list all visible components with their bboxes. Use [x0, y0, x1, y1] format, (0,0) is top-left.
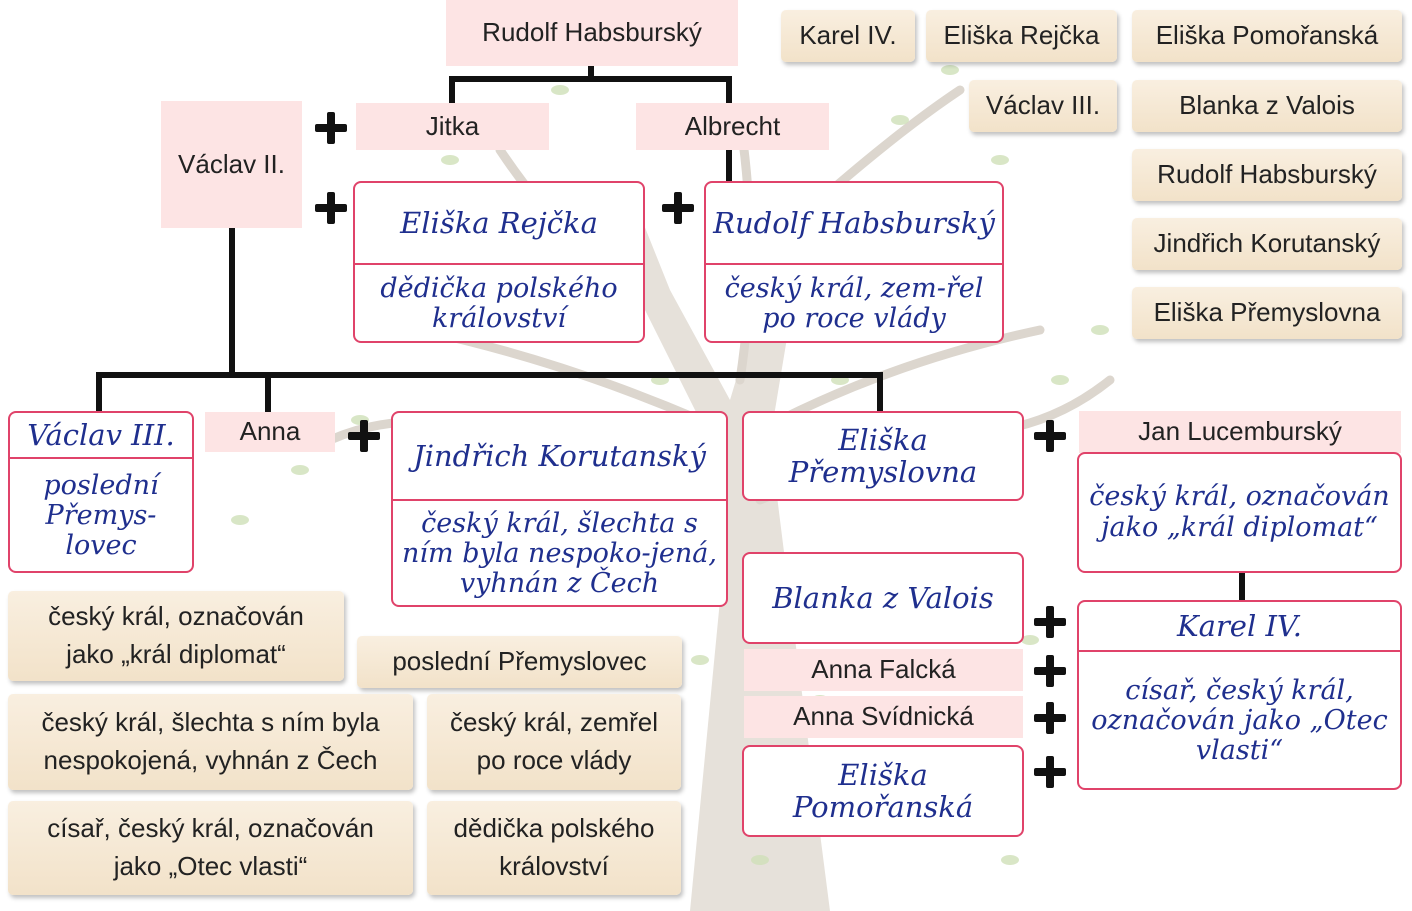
vaclav-ii-box: Václav II. — [161, 101, 302, 228]
blanka-z-valois-card: Blanka z Valois — [742, 552, 1024, 644]
karel-iv-card: Karel IV. císař, český král, označován j… — [1077, 600, 1402, 790]
plus-icon — [348, 420, 380, 452]
eliska-premyslovna-card: Eliška Přemyslovna — [742, 411, 1024, 501]
card-description: poslední Přemys-lovec — [10, 457, 192, 571]
name-tile-rudolf-habsbursky[interactable]: Rudolf Habsburský — [1132, 149, 1402, 201]
card-description: dědička polského království — [355, 263, 643, 341]
plus-icon — [315, 112, 347, 144]
plus-icon — [1034, 756, 1066, 788]
albrecht-box: Albrecht — [636, 103, 829, 150]
plus-icon — [1034, 702, 1066, 734]
name-tile-jindrich-korutansky[interactable]: Jindřich Korutanský — [1132, 218, 1402, 270]
name-tile-eliska-pomoranska[interactable]: Eliška Pomořanská — [1132, 10, 1402, 62]
card-description: český král, šlechta s ním byla nespoko-j… — [393, 499, 726, 605]
plus-icon — [1034, 655, 1066, 687]
card-name: Eliška Rejčka — [400, 205, 598, 240]
desc-tile-eliska-rejcka[interactable]: dědička polského království — [427, 801, 681, 895]
anna-box: Anna — [205, 412, 335, 452]
rudolf-habsbursky-top-box: Rudolf Habsburský — [446, 0, 738, 66]
card-description: český král, označován jako „král diploma… — [1089, 481, 1390, 543]
anna-svidnicka-box: Anna Svídnická — [744, 696, 1023, 738]
desc-tile-posledni-premyslovec[interactable]: poslední Přemyslovec — [357, 636, 682, 688]
card-description: český král, zem-řel po roce vlády — [706, 263, 1002, 341]
jindrich-korutansky-card: Jindřich Korutanský český král, šlechta … — [391, 411, 728, 607]
card-description: císař, český král, označován jako „Otec … — [1079, 650, 1400, 788]
card-name: Eliška Pomořanská — [792, 757, 974, 824]
plus-icon — [1034, 420, 1066, 452]
card-name: Jindřich Korutanský — [413, 438, 706, 473]
eliska-rejcka-card: Eliška Rejčka dědička polského královstv… — [353, 181, 645, 343]
name-tile-vaclav-iii[interactable]: Václav III. — [969, 80, 1117, 132]
desc-tile-kral-diplomat[interactable]: český král, označován jako „král diploma… — [8, 591, 344, 681]
plus-icon — [1034, 606, 1066, 638]
jitka-box: Jitka — [356, 103, 549, 150]
card-name: Eliška Přemyslovna — [788, 422, 978, 489]
desc-tile-rudolf[interactable]: český král, zemřel po roce vlády — [427, 694, 681, 790]
card-name: Rudolf Habsburský — [713, 205, 995, 240]
rudolf-habsbursky-card: Rudolf Habsburský český král, zem-řel po… — [704, 181, 1004, 343]
jan-lucembursky-description-card: český král, označován jako „král diploma… — [1077, 452, 1402, 573]
name-tile-eliska-rejcka[interactable]: Eliška Rejčka — [926, 10, 1117, 62]
jan-lucembursky-box: Jan Lucemburský — [1079, 411, 1401, 453]
name-tile-eliska-premyslovna[interactable]: Eliška Přemyslovna — [1132, 287, 1402, 339]
card-name: Václav III. — [27, 417, 175, 452]
desc-tile-jindrich[interactable]: český král, šlechta s ním byla nespokoje… — [8, 694, 413, 790]
desc-tile-karel[interactable]: císař, český král, označován jako „Otec … — [8, 801, 413, 895]
plus-icon — [662, 192, 694, 224]
anna-falcka-box: Anna Falcká — [744, 649, 1023, 691]
name-tile-karel-iv[interactable]: Karel IV. — [781, 10, 915, 62]
card-name: Karel IV. — [1176, 608, 1303, 643]
eliska-pomoranska-card: Eliška Pomořanská — [742, 745, 1024, 837]
plus-icon — [315, 192, 347, 224]
vaclav-iii-card: Václav III. poslední Přemys-lovec — [8, 411, 194, 573]
name-tile-blanka-z-valois[interactable]: Blanka z Valois — [1132, 80, 1402, 132]
card-name: Blanka z Valois — [772, 580, 994, 615]
